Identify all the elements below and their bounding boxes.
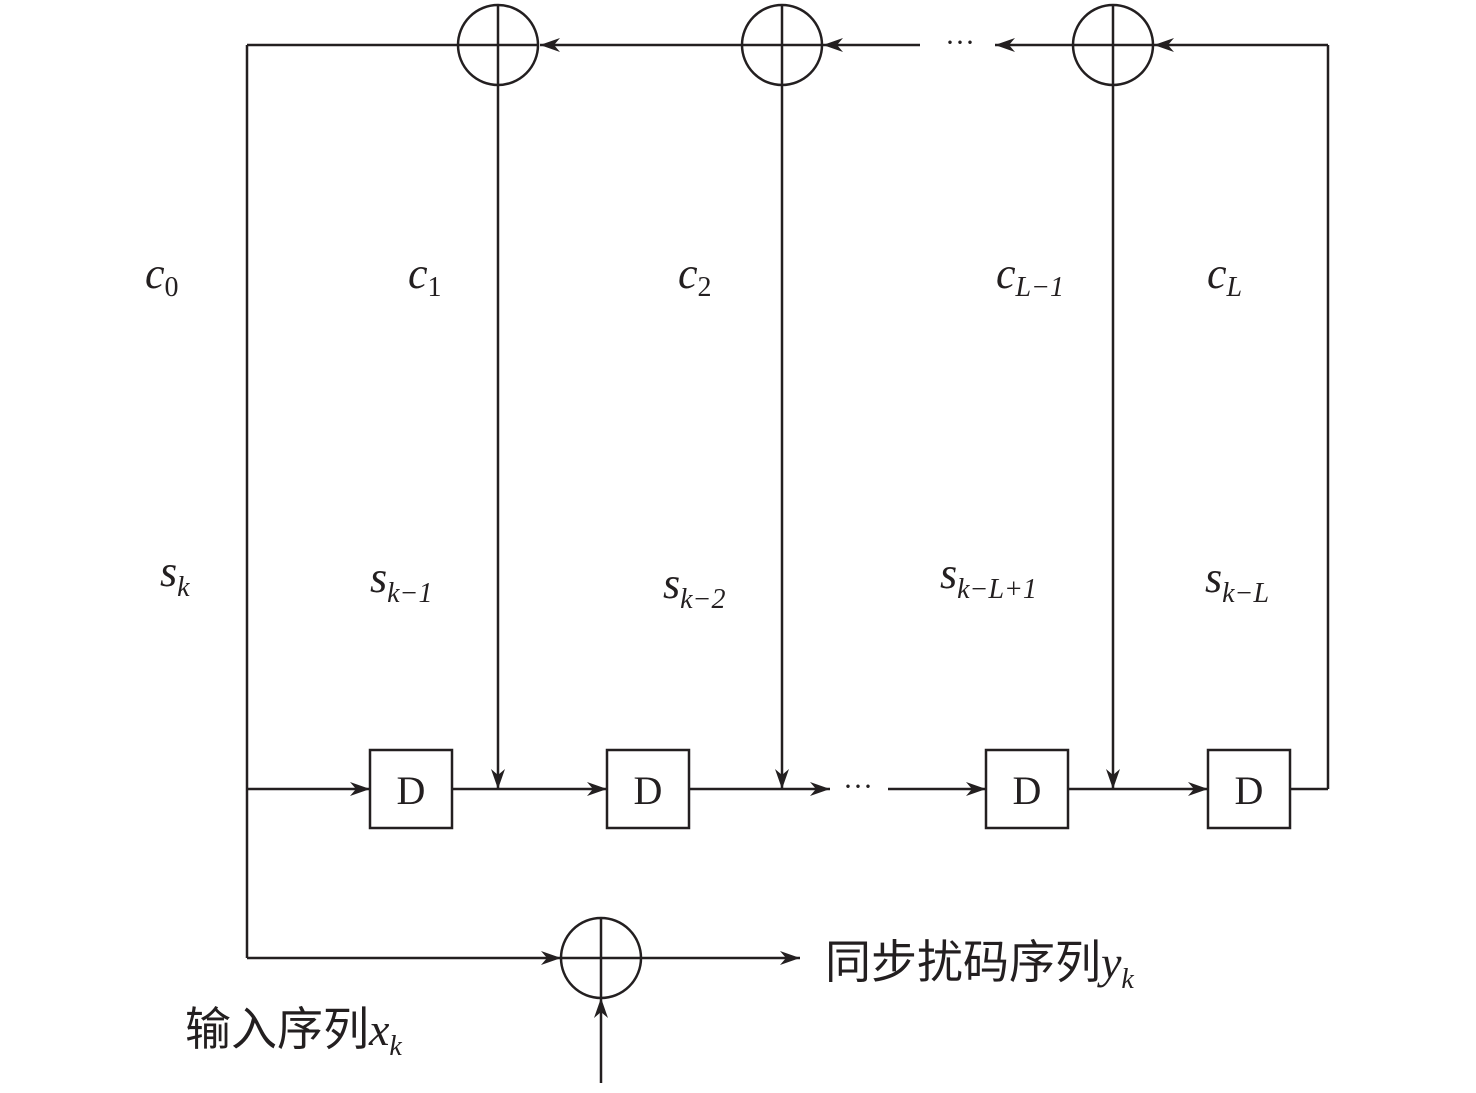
svg-text:D: D <box>1013 768 1042 813</box>
state-sk: sk <box>160 547 190 603</box>
bottom-ellipsis: ··· <box>843 770 873 803</box>
input-label: 输入序列xk <box>185 1004 402 1062</box>
coefficient-c0: c0 <box>145 249 179 303</box>
coefficient-c2: c2 <box>678 249 712 303</box>
delay-box-2: D <box>605 748 691 830</box>
svg-text:D: D <box>1235 768 1264 813</box>
delay-box-3: D <box>984 748 1070 830</box>
svg-text:D: D <box>634 768 663 813</box>
coefficient-c1: c1 <box>408 249 442 303</box>
xor-adder-3 <box>1071 3 1155 87</box>
delay-box-4: D <box>1206 748 1292 830</box>
top-ellipsis: ··· <box>945 26 975 59</box>
xor-adder-1 <box>456 3 540 87</box>
state-sk-L+1: sk−L+1 <box>940 549 1037 605</box>
state-sk-1: sk−1 <box>370 553 432 609</box>
xor-adder-2 <box>740 3 824 87</box>
state-sk-L: sk−L <box>1205 553 1269 609</box>
svg-text:D: D <box>397 768 426 813</box>
state-sk-2: sk−2 <box>663 559 725 615</box>
coefficient-cL: cL <box>1207 249 1242 303</box>
delay-box-1: D <box>368 748 454 830</box>
output-label: 同步扰码序列yk <box>825 937 1134 995</box>
xor-adder-output <box>559 916 643 1000</box>
coefficient-cL-1: cL−1 <box>996 249 1064 303</box>
